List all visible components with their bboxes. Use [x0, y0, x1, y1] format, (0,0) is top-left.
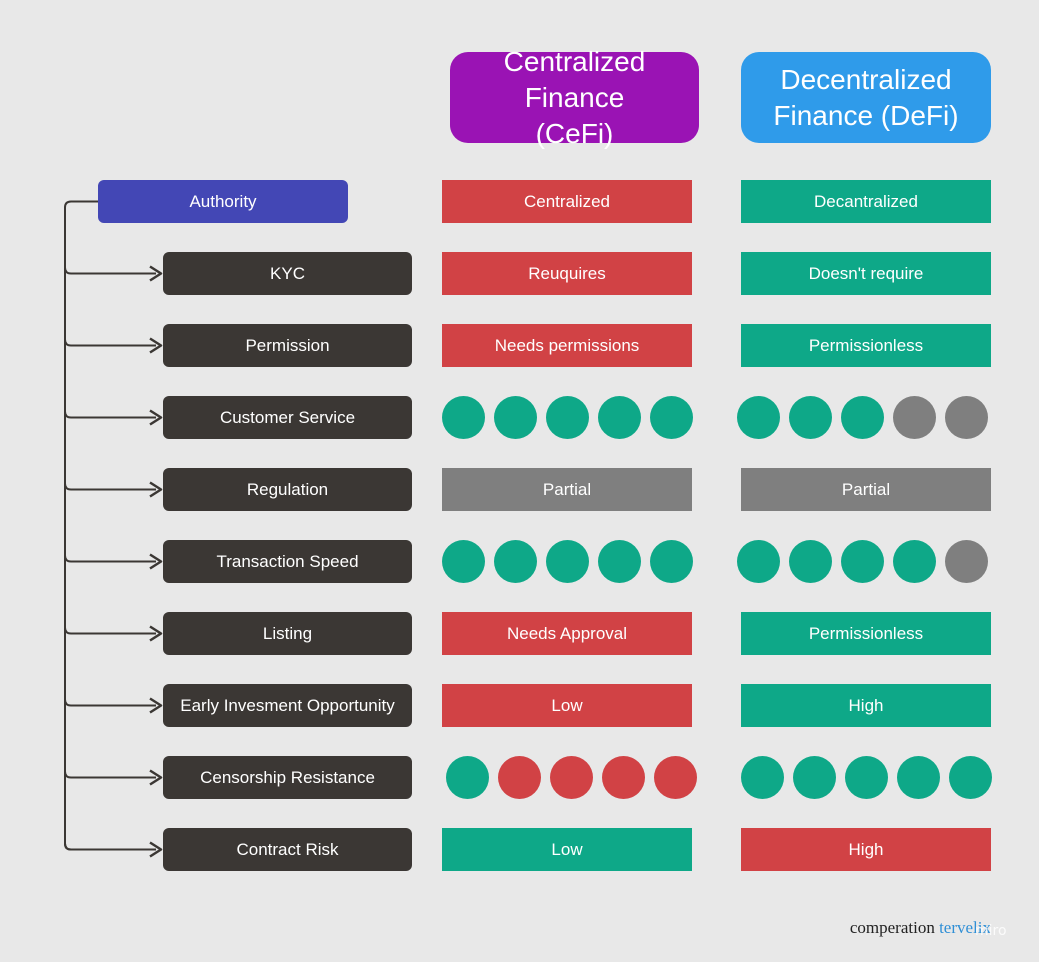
rating-dot-green [949, 756, 992, 799]
rating-dot-green [789, 396, 832, 439]
rating-dot-green [598, 396, 641, 439]
defi-header-line-1: Decentralized [780, 63, 952, 95]
footer-brand: tervelix [939, 918, 991, 937]
cefi-header-line-1: Centralized Finance [503, 45, 646, 113]
cefi-header: Centralized Finance (CeFi) [450, 46, 699, 149]
arrow-head-icon [149, 625, 163, 642]
rating-dot-green [546, 540, 589, 583]
cefi-cell-regulation: Partial [442, 468, 692, 511]
cefi-cell-permission: Needs permissions [442, 324, 692, 367]
rating-dot-green [737, 396, 780, 439]
arrow-head-icon [149, 481, 163, 498]
cefi-rating-transaction-speed [442, 540, 702, 583]
defi-rating-transaction-speed [737, 540, 997, 583]
rating-dot-green [741, 756, 784, 799]
rating-dot-gray [945, 396, 988, 439]
cefi-cell-authority: Centralized [442, 180, 692, 223]
connector-branch [64, 843, 156, 851]
row-label-early-invesment-opportunity: Early Invesment Opportunity [163, 684, 412, 727]
defi-header-line-2: Finance (DeFi) [773, 99, 959, 131]
row-label-authority: Authority [98, 180, 348, 223]
miro-watermark: miro [975, 923, 1007, 939]
row-label-permission: Permission [163, 324, 412, 367]
rating-dot-green [442, 396, 485, 439]
rating-dot-red [654, 756, 697, 799]
arrow-head-icon [149, 409, 163, 426]
cefi-rating-customer-service [442, 396, 702, 439]
rating-dot-green [845, 756, 888, 799]
rating-dot-green [494, 396, 537, 439]
arrow-head-icon [149, 337, 163, 354]
connector-branch [64, 627, 156, 635]
rating-dot-gray [945, 540, 988, 583]
footer-credit: comperation tervelix [850, 918, 991, 938]
rating-dot-red [498, 756, 541, 799]
cefi-cell-contract-risk: Low [442, 828, 692, 871]
defi-cell-regulation: Partial [741, 468, 991, 511]
rating-dot-gray [893, 396, 936, 439]
rating-dot-green [442, 540, 485, 583]
cefi-header-line-2: (CeFi) [535, 117, 614, 149]
defi-header: Decentralized Finance (DeFi) [741, 52, 991, 143]
row-label-kyc: KYC [163, 252, 412, 295]
rating-dot-green [893, 540, 936, 583]
cefi-cell-listing: Needs Approval [442, 612, 692, 655]
connector-branch [64, 555, 156, 563]
row-label-censorship-resistance: Censorship Resistance [163, 756, 412, 799]
row-label-transaction-speed: Transaction Speed [163, 540, 412, 583]
rating-dot-green [650, 396, 693, 439]
arrow-head-icon [149, 769, 163, 786]
connector-branch [64, 771, 156, 779]
arrow-head-icon [149, 265, 163, 282]
rating-dot-green [841, 396, 884, 439]
connector-branch [64, 339, 156, 347]
connector-branch [64, 267, 156, 275]
rating-dot-green [789, 540, 832, 583]
row-label-contract-risk: Contract Risk [163, 828, 412, 871]
defi-cell-early-invesment-opportunity: High [741, 684, 991, 727]
footer-text: comperation [849, 918, 935, 937]
connector-branch [64, 699, 156, 707]
arrow-head-icon [149, 697, 163, 714]
defi-cell-authority: Decantralized [741, 180, 991, 223]
rating-dot-green [650, 540, 693, 583]
rating-dot-green [737, 540, 780, 583]
defi-cell-listing: Permissionless [741, 612, 991, 655]
connector-branch [64, 411, 156, 419]
rating-dot-green [446, 756, 489, 799]
rating-dot-red [550, 756, 593, 799]
row-label-listing: Listing [163, 612, 412, 655]
arrow-head-icon [149, 841, 163, 858]
rating-dot-green [598, 540, 641, 583]
defi-rating-censorship-resistance [741, 756, 1001, 799]
rating-dot-green [897, 756, 940, 799]
defi-cell-kyc: Doesn't require [741, 252, 991, 295]
connector-branch [64, 483, 156, 491]
cefi-rating-censorship-resistance [446, 756, 706, 799]
cefi-cell-kyc: Reuquires [442, 252, 692, 295]
rating-dot-green [841, 540, 884, 583]
rating-dot-green [494, 540, 537, 583]
arrow-head-icon [149, 553, 163, 570]
defi-rating-customer-service [737, 396, 997, 439]
rating-dot-green [793, 756, 836, 799]
connector-trunk [64, 200, 98, 851]
defi-cell-permission: Permissionless [741, 324, 991, 367]
row-label-customer-service: Customer Service [163, 396, 412, 439]
rating-dot-green [546, 396, 589, 439]
defi-cell-contract-risk: High [741, 828, 991, 871]
row-label-regulation: Regulation [163, 468, 412, 511]
cefi-cell-early-invesment-opportunity: Low [442, 684, 692, 727]
rating-dot-red [602, 756, 645, 799]
